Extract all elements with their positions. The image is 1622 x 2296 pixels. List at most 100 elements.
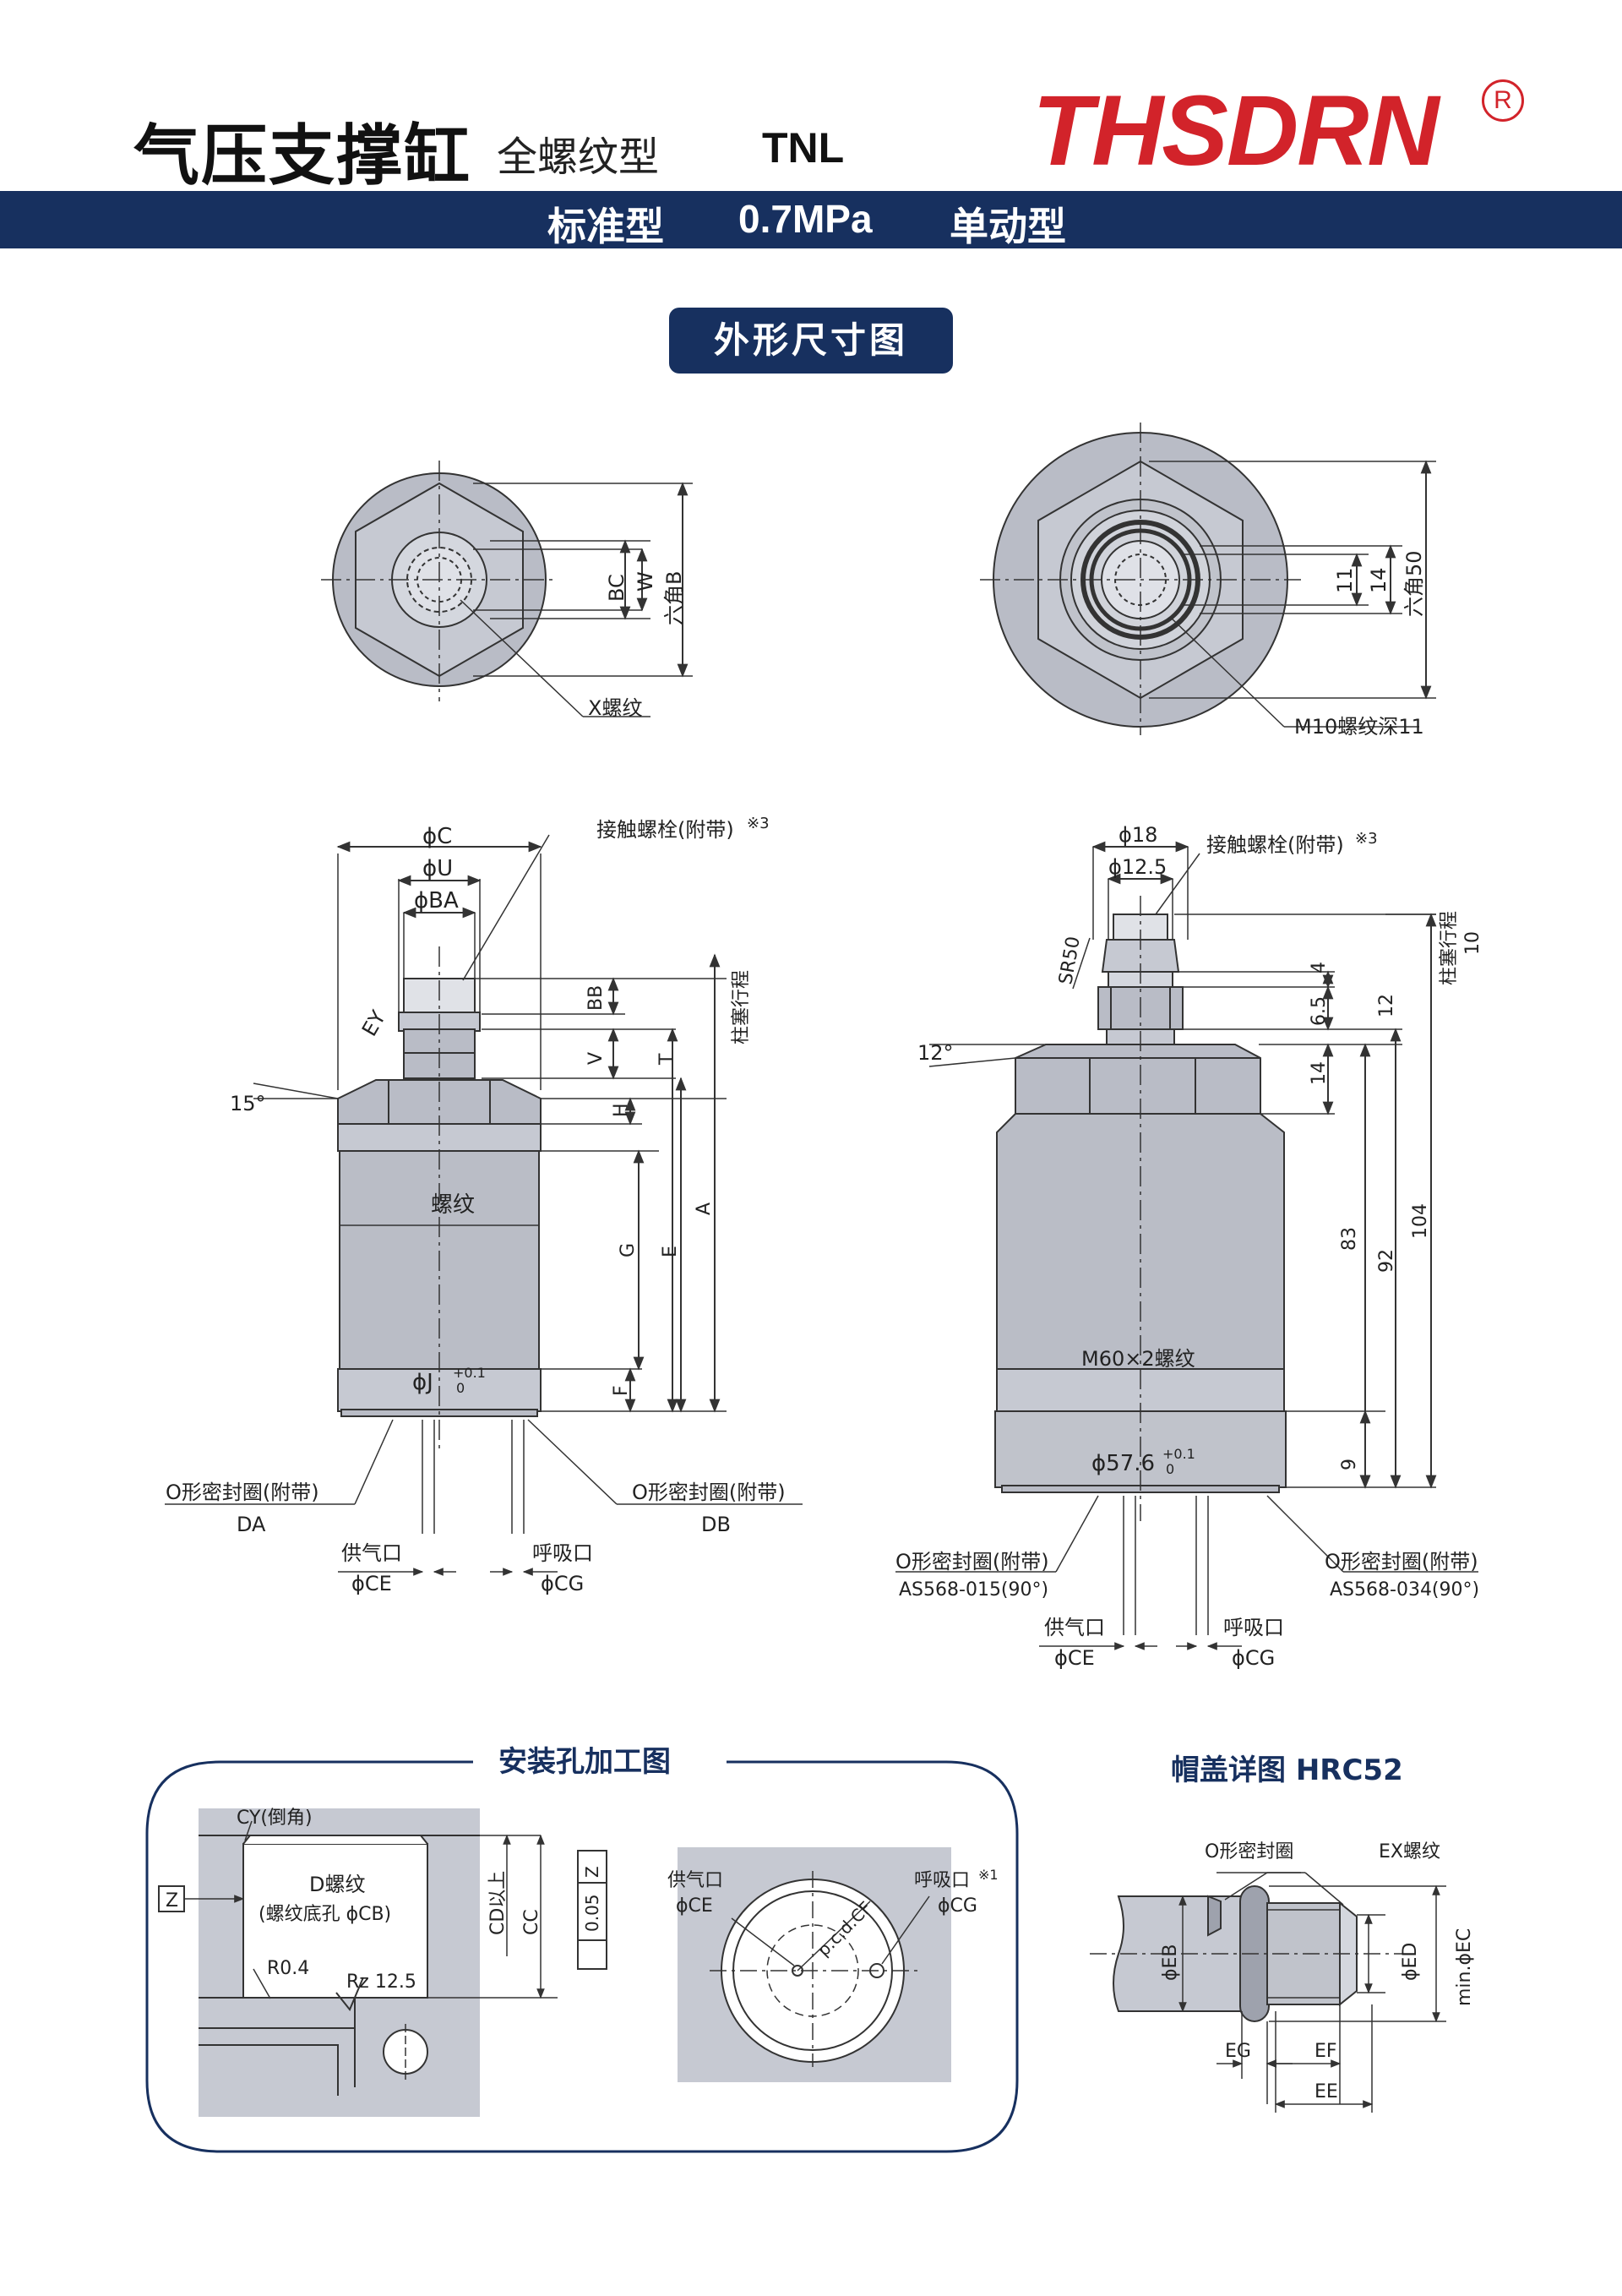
dim-83: 83 bbox=[1339, 1227, 1360, 1251]
registered-mark-icon: R bbox=[1482, 79, 1524, 122]
spec-type: 标准型 bbox=[547, 204, 664, 249]
breath-port-label: 呼吸口 bbox=[532, 1541, 593, 1565]
bottom-hole-label: (螺纹底孔 ϕCB) bbox=[259, 1904, 391, 1925]
plunger-stroke-label-right: 柱塞行程 bbox=[1439, 911, 1460, 985]
x-thread-label: X螺纹 bbox=[588, 696, 642, 720]
m10-thread-label: M10螺纹深11 bbox=[1294, 715, 1424, 739]
dim-u: ϕU bbox=[422, 856, 453, 881]
dim-14-side: 14 bbox=[1309, 1061, 1330, 1085]
angle-15: 15° bbox=[230, 1092, 266, 1115]
dim-11: 11 bbox=[1333, 567, 1357, 593]
spec-pressure: 0.7MPa bbox=[738, 197, 873, 241]
dim-57-6: ϕ57.6 bbox=[1091, 1451, 1155, 1476]
dim-hex-50: 六角50 bbox=[1402, 550, 1426, 617]
dim-hex-b: 六角B bbox=[662, 571, 686, 625]
dim-g: G bbox=[618, 1243, 639, 1257]
dim-cg-right: ϕCG bbox=[1232, 1646, 1275, 1670]
section-title-dimensions: 外形尺寸图 bbox=[669, 308, 953, 374]
dim-a: A bbox=[694, 1203, 715, 1215]
page-title: 气压支撑缸 bbox=[133, 118, 472, 194]
as568-034: AS568-034(90°) bbox=[1330, 1579, 1479, 1601]
dim-h: H bbox=[611, 1103, 632, 1117]
dim-92: 92 bbox=[1376, 1249, 1397, 1273]
dim-eg: EG bbox=[1225, 2041, 1251, 2062]
dim-v: V bbox=[585, 1052, 607, 1065]
stroke-value-10: 10 bbox=[1462, 931, 1483, 955]
cap-title: 帽盖详图 HRC52 bbox=[1171, 1753, 1403, 1787]
page-subtitle: 全螺纹型 bbox=[497, 134, 660, 181]
r04-label: R0.4 bbox=[267, 1958, 309, 1979]
cap-detail bbox=[1090, 1872, 1446, 2113]
dim-57-6-lower-tol: 0 bbox=[1166, 1461, 1174, 1477]
oring-left-label: O形密封圈(附带) bbox=[166, 1481, 319, 1504]
dim-6-5: 6.5 bbox=[1309, 996, 1330, 1026]
cy-chamfer-label: CY(倒角) bbox=[237, 1808, 313, 1829]
dim-9: 9 bbox=[1339, 1459, 1360, 1470]
dim-104: 104 bbox=[1410, 1203, 1431, 1239]
dim-ce-right: ϕCE bbox=[1054, 1646, 1095, 1670]
top-right-view bbox=[980, 423, 1436, 735]
top-left-view bbox=[321, 461, 693, 717]
oring-da: DA bbox=[237, 1513, 266, 1536]
cc-label: CC bbox=[521, 1909, 542, 1935]
mount-ce: ϕCE bbox=[676, 1895, 713, 1917]
dim-14: 14 bbox=[1367, 567, 1391, 593]
dim-57-6-upper-tol: +0.1 bbox=[1162, 1446, 1195, 1462]
dim-12-5: ϕ12.5 bbox=[1108, 855, 1167, 879]
contact-bolt-label: 接触螺栓(附带) bbox=[596, 818, 734, 842]
dim-j-lower-tol: 0 bbox=[456, 1380, 465, 1396]
note-3-right: ※3 bbox=[1355, 830, 1378, 848]
dim-ee: EE bbox=[1314, 2081, 1338, 2102]
dim-ce: ϕCE bbox=[351, 1572, 392, 1595]
mount-supply-label: 供气口 bbox=[667, 1870, 723, 1891]
dim-c: ϕC bbox=[422, 824, 452, 849]
mount-breath-label: 呼吸口 bbox=[914, 1870, 970, 1891]
mounting-title: 安装孔加工图 bbox=[498, 1745, 671, 1779]
rz-label: Rz 12.5 bbox=[346, 1972, 416, 1993]
dim-18: ϕ18 bbox=[1119, 823, 1157, 847]
angle-12: 12° bbox=[917, 1041, 954, 1065]
dim-w: W bbox=[634, 571, 657, 592]
brand-logo: THSDRN bbox=[1032, 75, 1440, 187]
oring-db: DB bbox=[701, 1513, 731, 1536]
oring-left-label-right: O形密封圈(附带) bbox=[895, 1550, 1049, 1573]
thread-label: 螺纹 bbox=[431, 1192, 475, 1218]
dim-12: 12 bbox=[1376, 994, 1397, 1017]
ex-thread-label: EX螺纹 bbox=[1379, 1841, 1440, 1862]
dim-t: T bbox=[656, 1053, 678, 1066]
note-3: ※3 bbox=[747, 815, 770, 832]
dim-j-upper-tol: +0.1 bbox=[453, 1365, 486, 1381]
oring-right-label-right: O形密封圈(附带) bbox=[1325, 1550, 1478, 1573]
mount-cg: ϕCG bbox=[938, 1895, 977, 1917]
dim-bc: BC bbox=[605, 574, 629, 602]
dim-ed: ϕED bbox=[1400, 1943, 1421, 1981]
supply-port-label: 供气口 bbox=[341, 1541, 402, 1565]
dim-eb: ϕEB bbox=[1160, 1944, 1181, 1981]
dim-ef: EF bbox=[1314, 2041, 1337, 2062]
plunger-stroke-label: 柱塞行程 bbox=[731, 970, 752, 1044]
note-1: ※1 bbox=[978, 1867, 999, 1883]
dim-sr50: SR50 bbox=[1055, 935, 1085, 986]
datum-z-box: Z bbox=[166, 1890, 178, 1912]
dim-ec: min.ϕEC bbox=[1454, 1928, 1475, 2006]
d-thread-label: D螺纹 bbox=[309, 1873, 365, 1896]
dim-ey: EY bbox=[357, 1006, 390, 1040]
dim-j: ϕJ bbox=[412, 1370, 433, 1395]
side-right-view bbox=[895, 841, 1478, 1650]
as568-015: AS568-015(90°) bbox=[899, 1579, 1048, 1601]
dim-ba: ϕBA bbox=[414, 888, 459, 913]
contact-bolt-label-right: 接触螺栓(附带) bbox=[1206, 833, 1344, 857]
cd-label: CD以上 bbox=[487, 1871, 509, 1935]
dim-bb: BB bbox=[585, 985, 607, 1011]
dim-e: E bbox=[660, 1246, 681, 1257]
dim-4: 4 bbox=[1309, 962, 1330, 973]
oring-right-label: O形密封圈(附带) bbox=[632, 1481, 786, 1504]
datum-z: Z bbox=[582, 1866, 602, 1878]
flatness-tol: 0.05 bbox=[582, 1894, 602, 1932]
spec-action: 单动型 bbox=[950, 204, 1066, 249]
mounting-panel bbox=[145, 1760, 1019, 2153]
supply-port-label-right: 供气口 bbox=[1044, 1616, 1105, 1639]
spec-band: 标准型 0.7MPa 单动型 bbox=[0, 191, 1622, 249]
breath-port-label-right: 呼吸口 bbox=[1223, 1616, 1284, 1639]
